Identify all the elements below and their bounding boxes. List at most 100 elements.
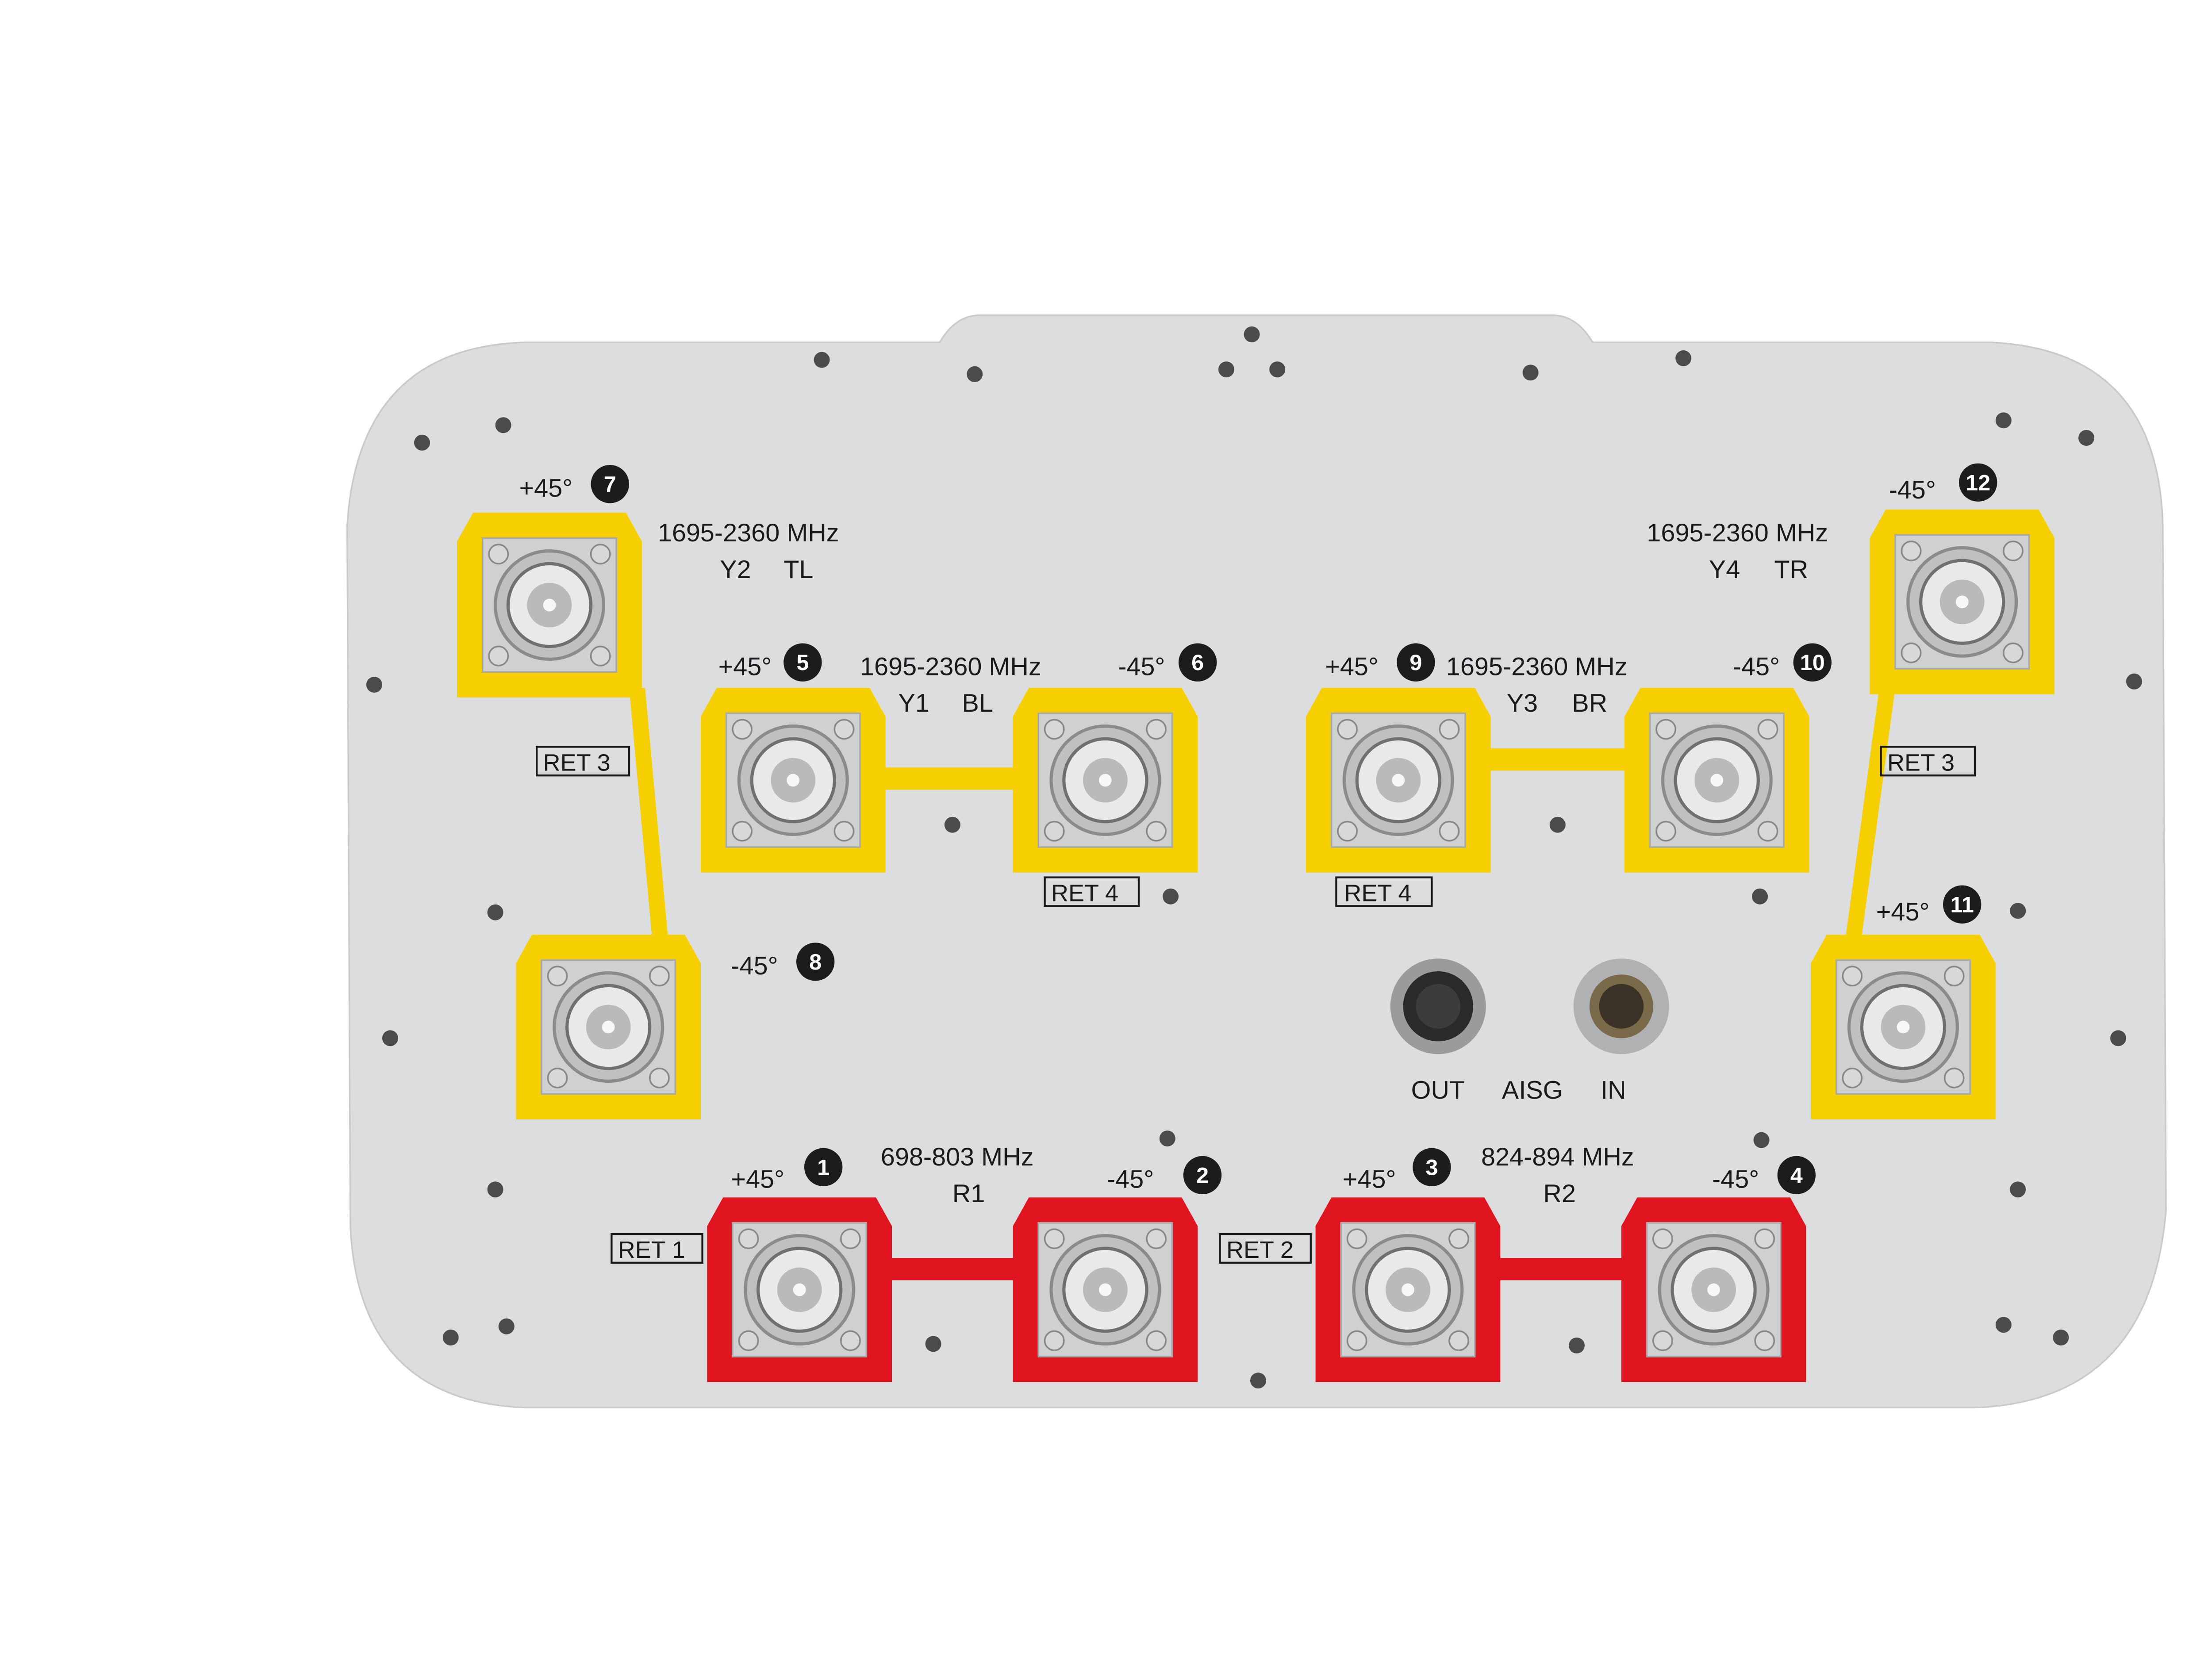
band-r2-frequency: 824-894 MHz xyxy=(1481,1143,1634,1171)
screw-icon xyxy=(1655,719,1676,740)
svg-text:6: 6 xyxy=(1191,650,1204,675)
aisg-label: AISG xyxy=(1502,1076,1563,1104)
band-br-position: BR xyxy=(1572,689,1607,717)
port-3-badge: 3 xyxy=(1413,1148,1451,1186)
mounting-hole-icon xyxy=(382,1030,398,1046)
screw-icon xyxy=(1439,719,1460,740)
screw-icon xyxy=(649,1067,670,1089)
mounting-hole-icon xyxy=(1549,816,1566,833)
trace-yellow-7-8 xyxy=(629,688,669,947)
rf-connector-port-12[interactable] xyxy=(1870,510,2055,694)
band-r1-frequency: 698-803 MHz xyxy=(881,1143,1034,1171)
screw-icon xyxy=(1754,1330,1775,1351)
port-7-badge: 7 xyxy=(591,465,629,503)
rf-connector-port-5[interactable] xyxy=(701,688,886,873)
port-8-badge: 8 xyxy=(796,943,835,981)
mounting-hole-icon xyxy=(414,434,430,451)
screw-icon xyxy=(1146,820,1167,842)
screw-icon xyxy=(1448,1330,1469,1351)
mounting-hole-icon xyxy=(2010,1181,2026,1198)
screw-icon xyxy=(1044,820,1065,842)
screw-icon xyxy=(840,1228,861,1250)
aisg-in-label: IN xyxy=(1601,1076,1626,1104)
mounting-hole-icon xyxy=(2126,673,2142,690)
mounting-hole-icon xyxy=(967,366,983,382)
screw-icon xyxy=(1943,1067,1965,1089)
band-tl-id: Y2 xyxy=(720,556,751,584)
port-10-badge: 10 xyxy=(1793,643,1832,682)
rf-connector-port-11[interactable] xyxy=(1811,935,1996,1119)
rf-connector-port-9[interactable] xyxy=(1306,688,1491,873)
mounting-hole-icon xyxy=(1250,1372,1266,1389)
mounting-hole-icon xyxy=(495,417,511,433)
screw-icon xyxy=(732,719,753,740)
band-br-frequency: 1695-2360 MHz xyxy=(1446,652,1628,681)
rf-connector-port-6[interactable] xyxy=(1013,688,1198,873)
screw-icon xyxy=(1754,1228,1775,1250)
mounting-hole-icon xyxy=(1753,1132,1770,1148)
mounting-hole-icon xyxy=(2053,1330,2069,1346)
mounting-hole-icon xyxy=(442,1330,459,1346)
port-6-polarization: -45° xyxy=(1118,652,1165,681)
screw-icon xyxy=(1448,1228,1469,1250)
screw-icon xyxy=(1439,820,1460,842)
band-br-id: Y3 xyxy=(1507,689,1538,717)
trace-yellow-5-6 xyxy=(868,767,1027,790)
mounting-hole-icon xyxy=(1995,412,2012,429)
port-7-polarization: +45° xyxy=(519,474,573,502)
mounting-hole-icon xyxy=(1675,350,1692,366)
svg-text:12: 12 xyxy=(1966,470,1990,495)
mounting-hole-icon xyxy=(1569,1338,1585,1353)
band-r2-id: R2 xyxy=(1543,1180,1576,1208)
port-12-badge: 12 xyxy=(1959,463,1997,502)
aisg-in-connector[interactable] xyxy=(1573,958,1669,1054)
port-6-badge: 6 xyxy=(1179,643,1217,682)
mounting-hole-icon xyxy=(498,1318,515,1334)
svg-text:RET 3: RET 3 xyxy=(543,749,611,776)
screw-icon xyxy=(649,966,670,987)
screw-icon xyxy=(547,966,568,987)
aisg-out-connector[interactable] xyxy=(1390,958,1486,1054)
panel-body xyxy=(346,314,2167,1409)
rf-connector-port-4[interactable] xyxy=(1621,1197,1806,1382)
screw-icon xyxy=(1337,820,1358,842)
rf-connector-port-2[interactable] xyxy=(1013,1197,1198,1382)
rf-connector-port-3[interactable] xyxy=(1315,1197,1501,1382)
svg-text:10: 10 xyxy=(1800,650,1825,675)
mounting-hole-icon xyxy=(366,677,382,693)
ret-3-right-label: RET 3 xyxy=(1880,746,1976,777)
band-tl-frequency: 1695-2360 MHz xyxy=(658,519,839,547)
svg-text:RET 3: RET 3 xyxy=(1887,749,1955,776)
traces xyxy=(629,688,1895,1280)
screw-icon xyxy=(1901,642,1922,663)
band-bl-position: BL xyxy=(962,689,993,717)
svg-text:4: 4 xyxy=(1790,1162,1803,1188)
svg-text:RET 1: RET 1 xyxy=(618,1237,685,1263)
mounting-hole-icon xyxy=(487,904,503,920)
screw-icon xyxy=(1842,1067,1863,1089)
rf-connector-port-8[interactable] xyxy=(516,935,701,1119)
mounting-hole-icon xyxy=(1995,1317,2012,1333)
mounting-hole-icon xyxy=(1269,361,1286,378)
ret-2-label: RET 2 xyxy=(1219,1233,1312,1264)
rf-connector-port-7[interactable] xyxy=(457,513,642,698)
svg-text:8: 8 xyxy=(809,949,822,974)
port-9-badge: 9 xyxy=(1397,643,1435,682)
port-10-polarization: -45° xyxy=(1733,652,1780,681)
port-4-badge: 4 xyxy=(1777,1156,1816,1194)
screw-icon xyxy=(1044,1228,1065,1250)
screw-icon xyxy=(840,1330,861,1351)
mounting-hole-icon xyxy=(944,816,960,833)
screw-icon xyxy=(1757,820,1778,842)
svg-text:7: 7 xyxy=(604,472,616,497)
trace-red-3-4 xyxy=(1494,1258,1628,1280)
rf-connector-port-1[interactable] xyxy=(707,1197,892,1382)
port-11-polarization: +45° xyxy=(1876,898,1930,926)
screw-icon xyxy=(2003,642,2024,663)
mounting-hole-icon xyxy=(1752,888,1768,905)
band-tl-position: TL xyxy=(783,556,813,584)
rf-connector-port-10[interactable] xyxy=(1624,688,1809,873)
screw-icon xyxy=(1943,966,1965,987)
trace-yellow-12-11 xyxy=(1844,688,1895,947)
screw-icon xyxy=(1652,1330,1673,1351)
